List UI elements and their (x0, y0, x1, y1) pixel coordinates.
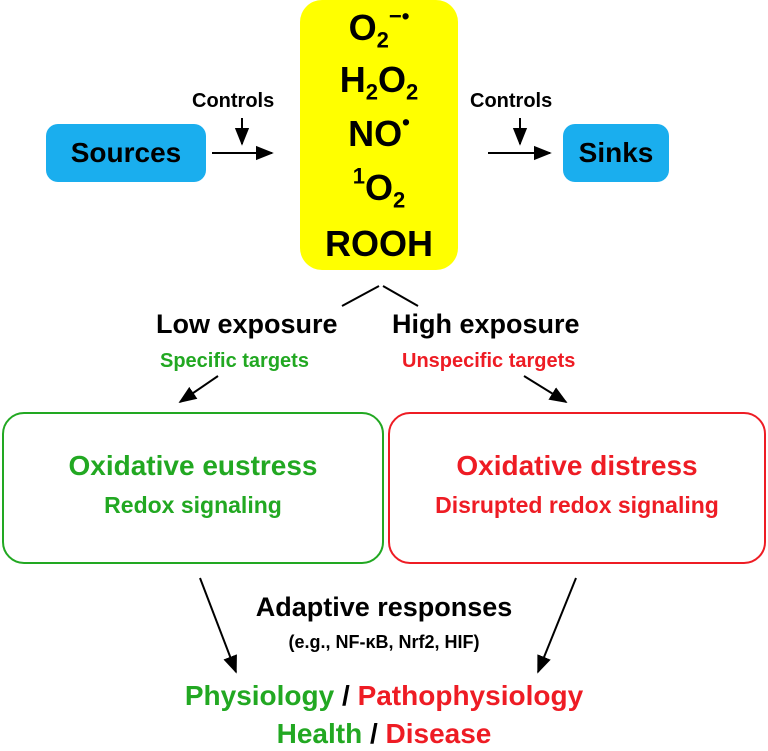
distress-subtitle: Disrupted redox signaling (435, 492, 719, 518)
separator-1: / (342, 680, 350, 711)
branch-line-right (382, 285, 419, 307)
low-exposure-arrow (178, 375, 219, 404)
distress-title: Oxidative distress (456, 450, 698, 481)
separator-2: / (369, 718, 378, 749)
high-exposure-arrow (523, 375, 568, 403)
controls-left-label: Controls (192, 90, 275, 112)
branch-line-left (341, 285, 380, 307)
controls-right-label: Controls (470, 90, 553, 112)
singlet-oxygen-label: 1O2 (352, 163, 406, 213)
nitric-oxide-label: NO• (348, 109, 410, 154)
high-exposure-label: High exposure (392, 309, 580, 339)
eustress-to-outcome-arrow (199, 577, 237, 674)
physiology-outcome-line: Physiology / Pathophysiology (0, 680, 768, 712)
pathophysiology-label: Pathophysiology (357, 680, 584, 711)
adaptive-examples-label: (e.g., NF-κB, Nrf2, HIF) (288, 632, 480, 652)
sources-box: Sources (46, 124, 206, 182)
adaptive-responses-label: Adaptive responses (255, 592, 513, 622)
superoxide-label: O2−• (348, 3, 410, 53)
oxidative-distress-box: Oxidative distress Disrupted redox signa… (388, 412, 766, 564)
specific-targets-label: Specific targets (160, 350, 309, 372)
low-exposure-label: Low exposure (156, 309, 338, 339)
disease-label: Disease (385, 718, 492, 749)
hydroperoxide-label: ROOH (325, 223, 433, 264)
sinks-label: Sinks (578, 137, 654, 168)
unspecific-targets-label: Unspecific targets (402, 350, 576, 372)
distress-to-outcome-arrow (537, 577, 577, 674)
reactive-species-box (300, 0, 458, 270)
eustress-subtitle: Redox signaling (104, 492, 282, 518)
physiology-label: Physiology (184, 680, 335, 711)
sources-label: Sources (70, 137, 182, 168)
hydrogen-peroxide-label: H2O2 (339, 59, 419, 105)
eustress-title: Oxidative eustress (68, 450, 318, 481)
health-outcome-line: Health / Disease (0, 718, 768, 750)
oxidative-eustress-box: Oxidative eustress Redox signaling (2, 412, 384, 564)
health-label: Health (276, 718, 363, 749)
sinks-box: Sinks (563, 124, 669, 182)
